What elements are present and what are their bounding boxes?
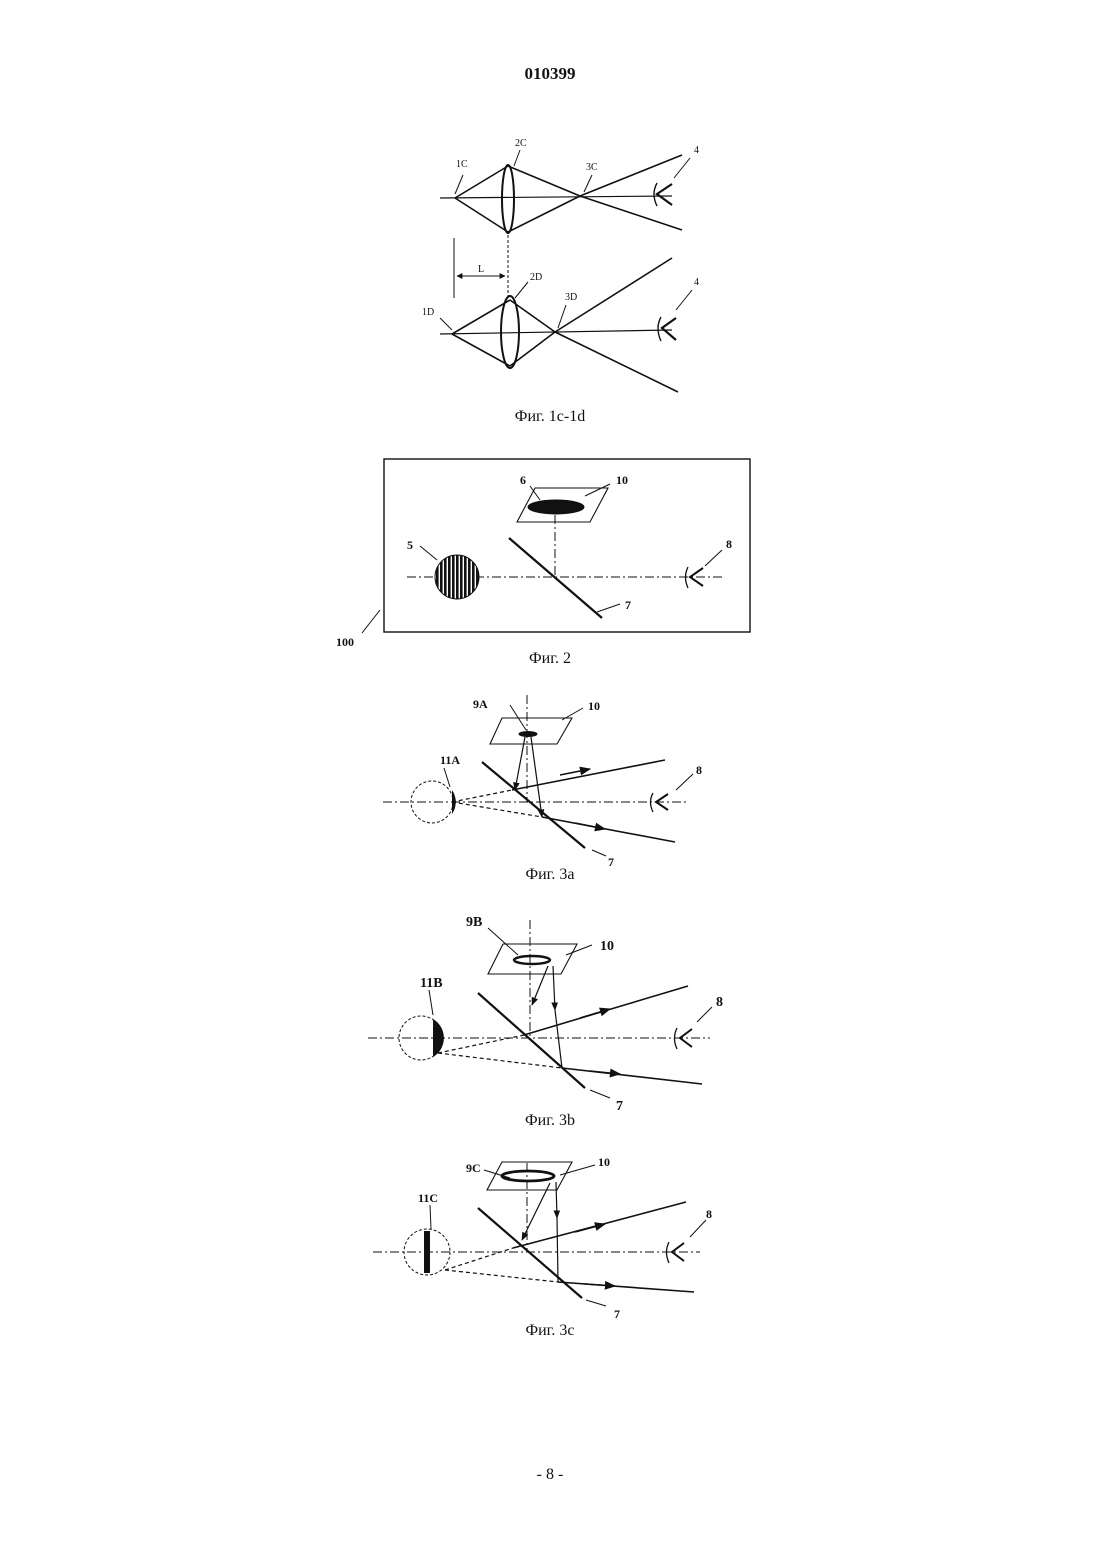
- display-image-9b: [514, 956, 550, 964]
- lens-2c: [502, 165, 514, 233]
- label-8: 8: [716, 995, 723, 1010]
- object-5: [435, 555, 479, 599]
- lens-2d: [501, 296, 519, 368]
- label-1c: 1C: [456, 159, 468, 170]
- figure-1c-1d: 1C 2C 3C 4 L 1D 2D 3D 4: [400, 130, 720, 410]
- label-2d: 2D: [530, 272, 542, 283]
- display-plane-10: [488, 944, 577, 974]
- label-100: 100: [336, 635, 354, 649]
- label-11c: 11C: [418, 1191, 438, 1205]
- label-10: 10: [616, 473, 628, 487]
- eye-icon: [658, 317, 676, 341]
- label-3d: 3D: [565, 292, 577, 303]
- label-7: 7: [614, 1307, 620, 1321]
- label-8: 8: [706, 1207, 712, 1221]
- caption-fig-3a: Фиг. 3a: [450, 866, 650, 884]
- label-1d: 1D: [422, 307, 434, 318]
- label-11b: 11B: [420, 976, 443, 991]
- label-6: 6: [520, 473, 526, 487]
- caption-fig-3b: Фиг. 3b: [450, 1112, 650, 1130]
- optical-system-c: [440, 150, 690, 233]
- display-image-9c: [502, 1171, 554, 1181]
- label-10: 10: [600, 939, 614, 954]
- label-2c: 2C: [515, 138, 527, 149]
- label-5: 5: [407, 538, 413, 552]
- figure-3c: 9C 10 11C 8 7: [360, 1150, 740, 1325]
- label-9a: 9A: [473, 697, 488, 711]
- label-4-top: 4: [694, 145, 699, 156]
- label-8: 8: [696, 763, 702, 777]
- caption-fig-1c-1d: Фиг. 1c-1d: [450, 408, 650, 426]
- label-11a: 11A: [440, 753, 460, 767]
- figure-2: 100 5 6 7 8 10: [330, 450, 770, 650]
- figure-3b: 9B 10 11B 8 7: [360, 905, 740, 1115]
- device-housing-100: [384, 459, 750, 632]
- label-10: 10: [588, 699, 600, 713]
- page-number: - 8 -: [0, 1466, 1100, 1484]
- beam-splitter-7: [482, 762, 585, 848]
- beam-splitter-7: [478, 1208, 582, 1298]
- label-7: 7: [625, 598, 631, 612]
- label-8: 8: [726, 537, 732, 551]
- document-number: 010399: [0, 64, 1100, 84]
- figure-3a: 9A 10 11A 8 7: [370, 690, 730, 870]
- label-9b: 9B: [466, 915, 482, 930]
- eye-icon: [654, 183, 672, 206]
- caption-fig-2: Фиг. 2: [450, 650, 650, 668]
- display-image-9a: [519, 732, 537, 737]
- label-l: L: [478, 264, 484, 275]
- optical-system-d: [440, 258, 692, 392]
- caption-fig-3c: Фиг. 3c: [450, 1322, 650, 1340]
- display-plane-10: [487, 1162, 572, 1190]
- label-9c: 9C: [466, 1161, 481, 1175]
- beam-splitter-7: [478, 993, 585, 1088]
- label-10: 10: [598, 1155, 610, 1169]
- label-3c: 3C: [586, 162, 598, 173]
- label-4-bottom: 4: [694, 277, 699, 288]
- virtual-image-6: [528, 500, 584, 514]
